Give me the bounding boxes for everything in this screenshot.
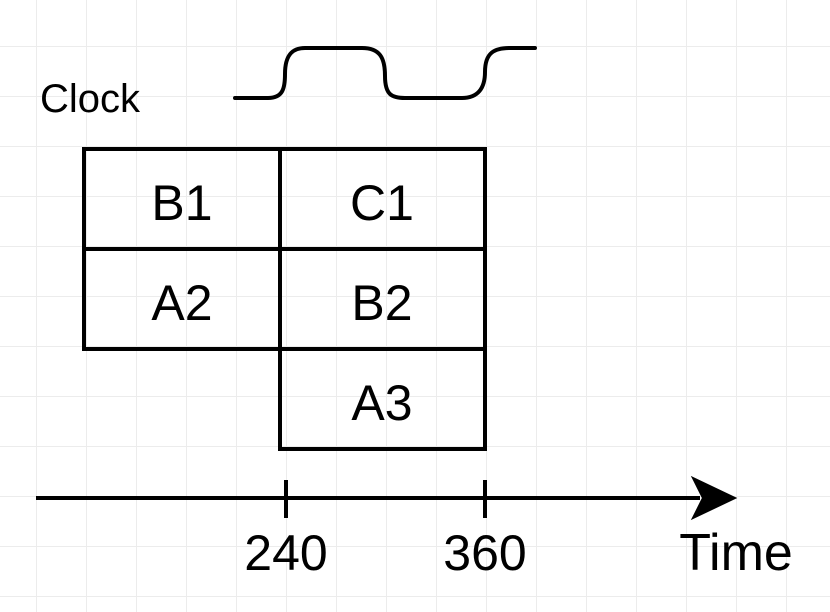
clock-waveform (233, 46, 537, 100)
block-a3-label: A3 (351, 375, 412, 431)
block-b1: B1 (82, 147, 282, 251)
tick-label-240: 240 (244, 525, 327, 581)
time-axis-arrowhead (690, 475, 738, 521)
block-a2-label: A2 (151, 275, 212, 331)
block-a3: A3 (278, 347, 487, 451)
tick-label-360: 360 (443, 525, 526, 581)
block-c1-label: C1 (350, 175, 414, 231)
block-a3-box (278, 347, 487, 451)
block-b2-label: B2 (351, 275, 412, 331)
clock-label: Clock (40, 77, 141, 121)
block-c1: C1 (278, 147, 487, 251)
block-b1-label: B1 (151, 175, 212, 231)
time-axis-label: Time (679, 524, 793, 582)
block-a2: A2 (82, 247, 282, 351)
block-b2: B2 (278, 247, 487, 351)
